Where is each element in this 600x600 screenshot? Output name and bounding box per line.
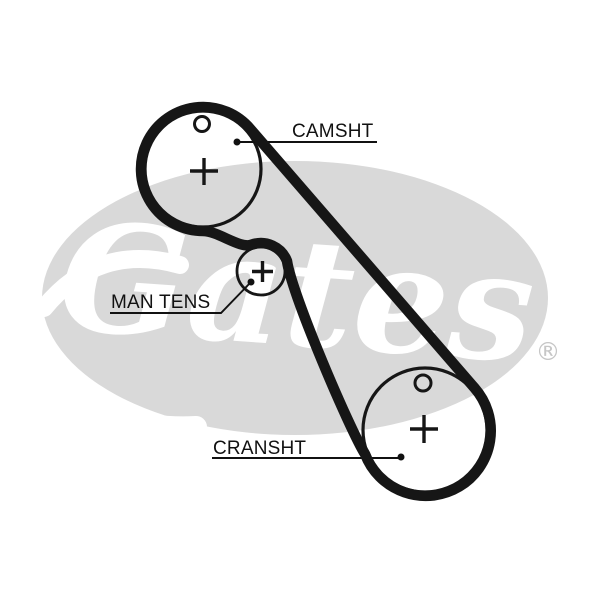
camshaft-center-cross-icon (190, 158, 218, 185)
camshaft-leader-dot (233, 138, 241, 146)
crankshaft-center-cross-icon (410, 415, 438, 443)
tensioner-leader-dot (247, 278, 255, 286)
registered-trademark-icon: ® (536, 337, 561, 366)
crankshaft-timing-hole-icon (413, 373, 433, 393)
tensioner-center-cross-icon (252, 261, 273, 282)
tensioner-label: MAN TENS (111, 292, 210, 313)
timing-belt (135, 101, 496, 502)
watermark-swash-tail (35, 349, 207, 439)
crankshaft-label: CRANSHT (213, 438, 306, 459)
tensioner-leader (110, 278, 255, 314)
camshaft-timing-hole-icon (193, 115, 211, 133)
watermark-swash-loop (35, 250, 189, 317)
camshaft-label: CAMSHT (292, 121, 374, 142)
crankshaft-leader-dot (397, 453, 405, 461)
